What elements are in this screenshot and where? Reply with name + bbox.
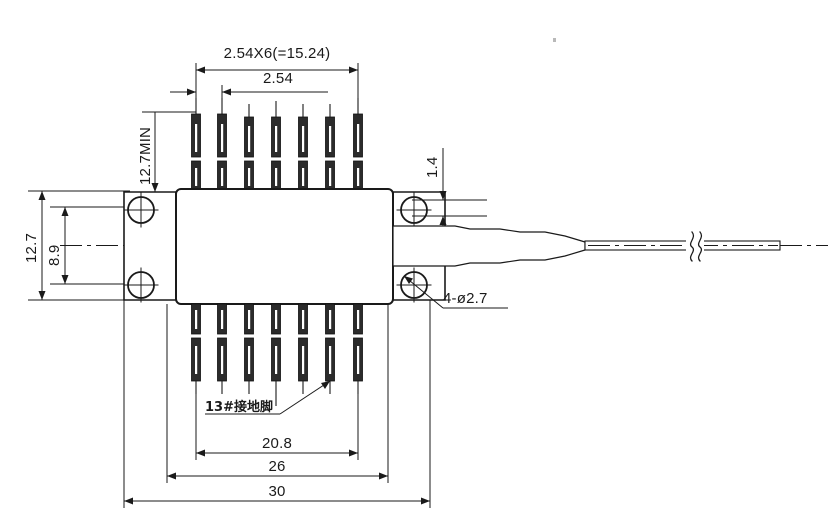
pin-top-7 xyxy=(353,98,363,192)
dimension-width-overall: 30 xyxy=(123,300,431,508)
pin-bottom-3 xyxy=(244,303,254,394)
mounting-hole-bottom-left xyxy=(123,267,159,303)
pin-top-4 xyxy=(271,101,281,192)
dim-label-flange-thickness: 1.4 xyxy=(424,157,441,178)
bottom-pin-group xyxy=(191,303,363,406)
pin-bottom-6 xyxy=(325,303,335,394)
dimension-body-height-outer: 12.7 xyxy=(23,190,130,301)
dimension-width-pins: 20.8 xyxy=(195,390,359,460)
pin-top-3 xyxy=(244,104,254,192)
annotation-ground-pin-label: 13#接地脚 xyxy=(205,399,273,415)
pin-bottom-7 xyxy=(353,303,363,394)
fiber-break-symbol xyxy=(686,231,704,262)
package-body xyxy=(175,188,394,305)
pin-bottom-2 xyxy=(217,303,227,394)
dim-label-pin-pitch-total: 2.54X6(=15.24) xyxy=(224,45,331,62)
dim-label-pin-pitch: 2.54 xyxy=(263,70,293,87)
pin-top-6 xyxy=(325,104,335,192)
dim-label-body-height-outer: 12.7 xyxy=(23,233,40,263)
dim-label-pin-length-min: 12.7MIN xyxy=(137,127,154,185)
fiber-pigtail xyxy=(392,225,781,267)
strain-relief-boot xyxy=(392,225,586,267)
dimension-pin-length-min: 12.7MIN xyxy=(137,111,196,192)
pin-bottom-4 xyxy=(271,303,281,406)
pin-bottom-5 xyxy=(298,303,308,394)
pin-top-5 xyxy=(298,104,308,192)
top-pin-group xyxy=(191,98,363,192)
image-speck xyxy=(553,38,556,42)
dimension-width-body: 26 xyxy=(166,304,389,483)
optical-fiber xyxy=(584,240,781,251)
pin-bottom-1 xyxy=(191,303,201,394)
mounting-hole-top-left xyxy=(123,192,159,228)
dim-label-body-height-inner: 8.9 xyxy=(46,245,63,266)
dim-label-width-pins: 20.8 xyxy=(262,435,292,452)
annotation-ground-pin: 13#接地脚 xyxy=(205,380,331,415)
dim-label-width-overall: 30 xyxy=(268,483,285,500)
dim-label-hole-callout: 4-ø2.7 xyxy=(443,290,488,307)
pin-top-2 xyxy=(217,98,227,192)
callout-mounting-holes: 4-ø2.7 xyxy=(403,275,508,309)
dim-label-width-body: 26 xyxy=(268,458,285,475)
pin-top-1 xyxy=(191,98,201,192)
